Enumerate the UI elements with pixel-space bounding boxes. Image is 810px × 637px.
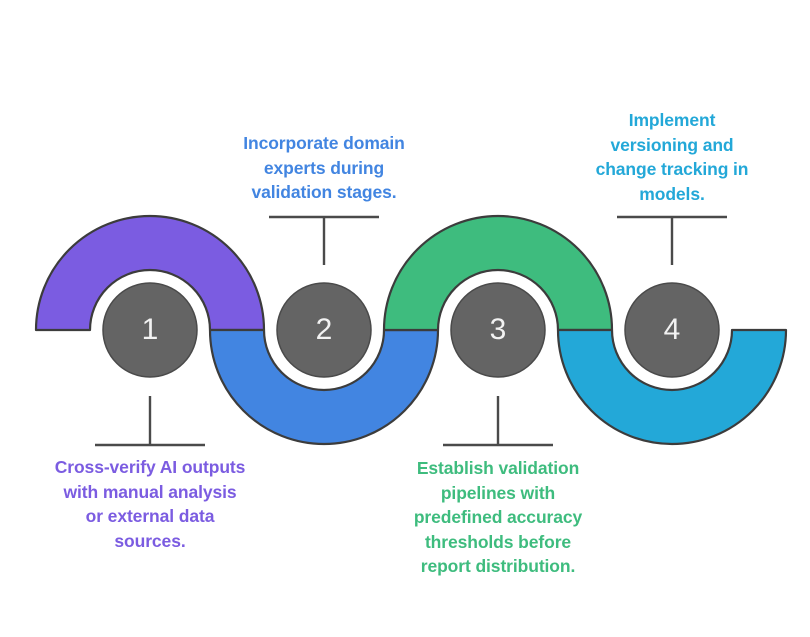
arc-step-4 [556, 328, 788, 446]
step-circle-4 [624, 282, 720, 378]
step-circle-1 [102, 282, 198, 378]
arc-step-3 [382, 214, 614, 332]
step-circle-3 [450, 282, 546, 378]
step-number-4: 4 [663, 313, 681, 346]
step-label-3: Establish validation pipelines with pred… [413, 458, 583, 576]
step-circle-2 [276, 282, 372, 378]
step-label-1: Cross-verify AI outputs with manual anal… [54, 457, 246, 551]
arc-step-1 [34, 214, 266, 332]
step-number-2: 2 [315, 313, 333, 346]
step-number-3: 3 [489, 313, 507, 346]
step-label-2: Incorporate domain experts during valida… [243, 133, 405, 202]
arc-step-2 [208, 328, 440, 446]
step-label-4: Implement versioning and change tracking… [595, 110, 749, 204]
step-number-1: 1 [141, 313, 159, 346]
